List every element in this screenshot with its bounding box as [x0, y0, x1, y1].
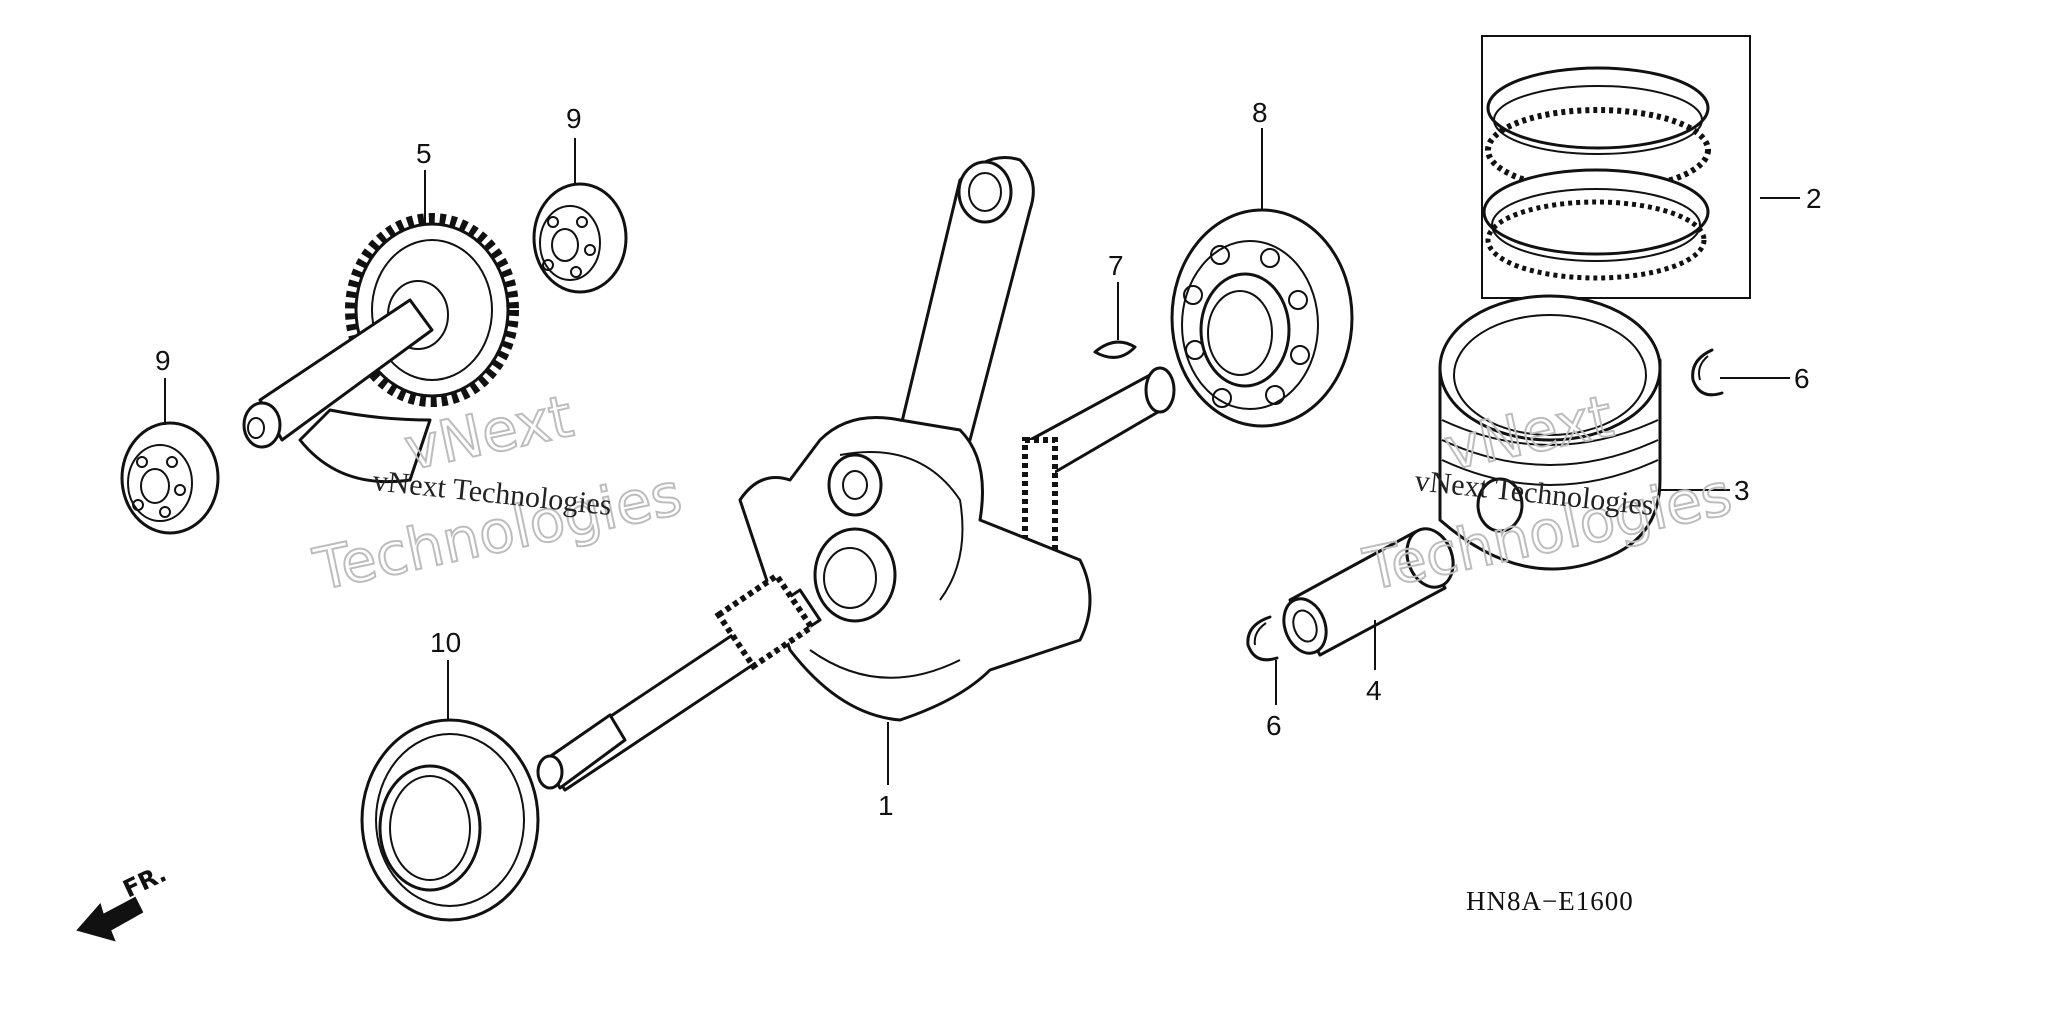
piston-pin-part-4	[1282, 527, 1455, 657]
callout-part-9-left: 9	[155, 345, 171, 376]
callout-part-10: 10	[430, 627, 461, 658]
callout-part-5: 5	[416, 138, 432, 169]
balancer-shaft-part-5	[242, 213, 519, 484]
front-direction-arrow: FR.	[76, 859, 171, 942]
diagram-code: HN8A−E1600	[1466, 886, 1634, 916]
leader-lines	[164, 128, 1800, 785]
oil-seal-part-10	[360, 718, 540, 922]
callout-part-4: 4	[1366, 675, 1382, 706]
piston-pin-clip-part-6-right	[1691, 348, 1724, 397]
piston-ring-set-part-2	[1481, 35, 1751, 299]
piston-pin-clip-part-6-left	[1246, 615, 1279, 662]
callout-part-8: 8	[1252, 97, 1268, 128]
callout-part-6-left: 6	[1266, 710, 1282, 741]
callout-part-2: 2	[1806, 183, 1822, 214]
callout-part-3: 3	[1734, 475, 1750, 506]
callout-part-1: 1	[878, 790, 894, 821]
bearing-part-9-left	[120, 421, 220, 535]
piston-part-3	[1438, 294, 1662, 571]
bearing-part-9-top	[532, 182, 628, 294]
front-label: FR.	[119, 859, 171, 903]
callout-part-6-right: 6	[1794, 363, 1810, 394]
watermark-right: vNext Technologies vNext Technologies	[1357, 381, 1739, 605]
bearing-part-8	[1170, 208, 1354, 428]
crankshaft-part-1	[536, 156, 1176, 792]
woodruff-key-part-7	[1093, 340, 1137, 359]
callout-part-7: 7	[1108, 250, 1124, 281]
callout-part-9-top: 9	[566, 103, 582, 134]
